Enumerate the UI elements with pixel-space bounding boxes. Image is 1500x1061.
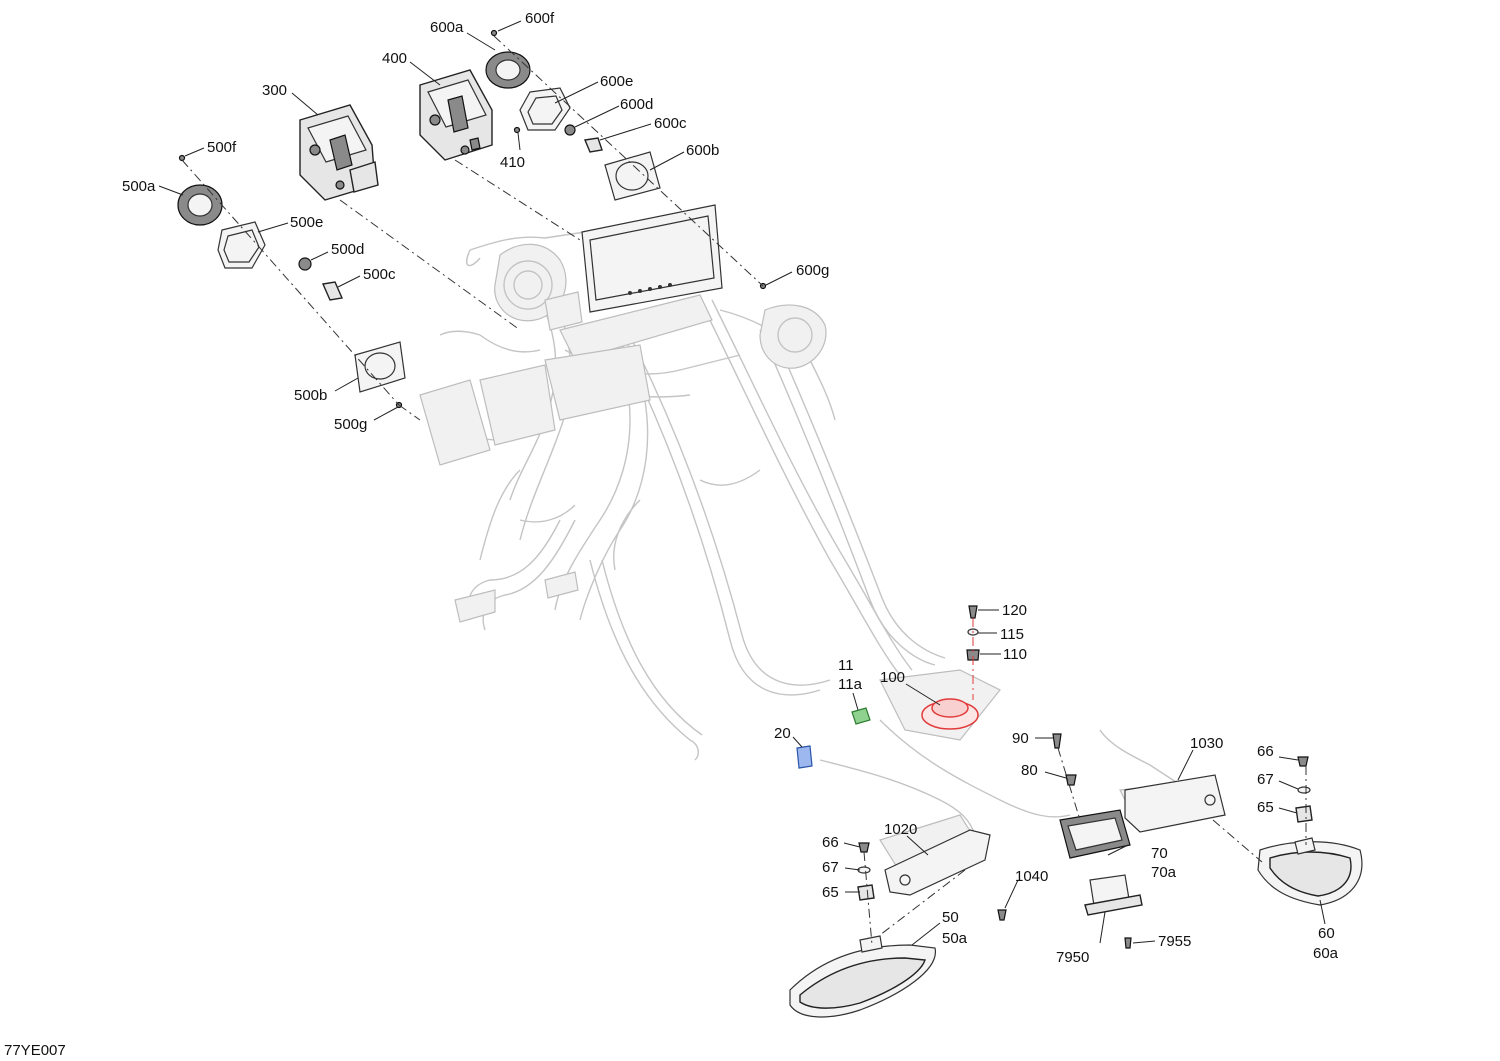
callout-500a: 500a <box>122 178 156 195</box>
callout-65-right: 65 <box>1257 799 1274 816</box>
part-300-module <box>299 104 379 201</box>
callout-600f: 600f <box>525 10 555 27</box>
callout-67-right: 67 <box>1257 771 1274 788</box>
leader-lines <box>158 20 1326 946</box>
callout-410: 410 <box>500 154 525 171</box>
dashboard-display <box>581 204 723 313</box>
callout-66-left: 66 <box>822 834 839 851</box>
callout-500e: 500e <box>290 214 323 231</box>
callout-500b: 500b <box>294 387 327 404</box>
callout-80: 80 <box>1021 762 1038 779</box>
callout-110: 110 <box>1003 646 1027 663</box>
callout-67-left: 67 <box>822 859 839 876</box>
callout-1030: 1030 <box>1190 735 1223 752</box>
part-500-series <box>177 154 406 409</box>
callout-20: 20 <box>774 725 791 742</box>
lower-parts <box>789 605 1363 1018</box>
callout-1040: 1040 <box>1015 868 1048 885</box>
callout-600b: 600b <box>686 142 719 159</box>
assembly-dash-lines <box>181 35 1307 946</box>
callout-60: 60 <box>1318 925 1335 942</box>
callout-500d: 500d <box>331 241 364 258</box>
callout-500f: 500f <box>207 139 237 156</box>
drawing-reference: 77YE007 <box>4 1042 66 1059</box>
callout-1020: 1020 <box>884 821 917 838</box>
callout-70a: 70a <box>1151 864 1177 881</box>
callout-50a: 50a <box>942 930 968 947</box>
ghost-harness <box>419 231 1226 881</box>
callout-500g: 500g <box>334 416 367 433</box>
callout-600g: 600g <box>796 262 829 279</box>
callout-labels: 600f 600a 400 600e 600d 600c 300 410 600… <box>122 10 1339 966</box>
callout-65-left: 65 <box>822 884 839 901</box>
callout-11a: 11a <box>838 676 863 693</box>
part-400-module <box>419 69 493 161</box>
callout-300: 300 <box>262 82 287 99</box>
callout-500c: 500c <box>363 266 396 283</box>
callout-400: 400 <box>382 50 407 67</box>
callout-600c: 600c <box>654 115 687 132</box>
callout-66-right: 66 <box>1257 743 1274 760</box>
callout-70: 70 <box>1151 845 1168 862</box>
callout-120: 120 <box>1002 602 1027 619</box>
callout-100: 100 <box>880 669 905 686</box>
callout-7950: 7950 <box>1056 949 1089 966</box>
callout-600e: 600e <box>600 73 633 90</box>
callout-50: 50 <box>942 909 959 926</box>
callout-600a: 600a <box>430 19 464 36</box>
callout-90: 90 <box>1012 730 1029 747</box>
callout-60a: 60a <box>1313 945 1339 962</box>
callout-600d: 600d <box>620 96 653 113</box>
callout-115: 115 <box>1000 626 1024 643</box>
part-600-series <box>485 29 767 290</box>
callout-11: 11 <box>838 657 854 674</box>
callout-7955: 7955 <box>1158 933 1191 950</box>
